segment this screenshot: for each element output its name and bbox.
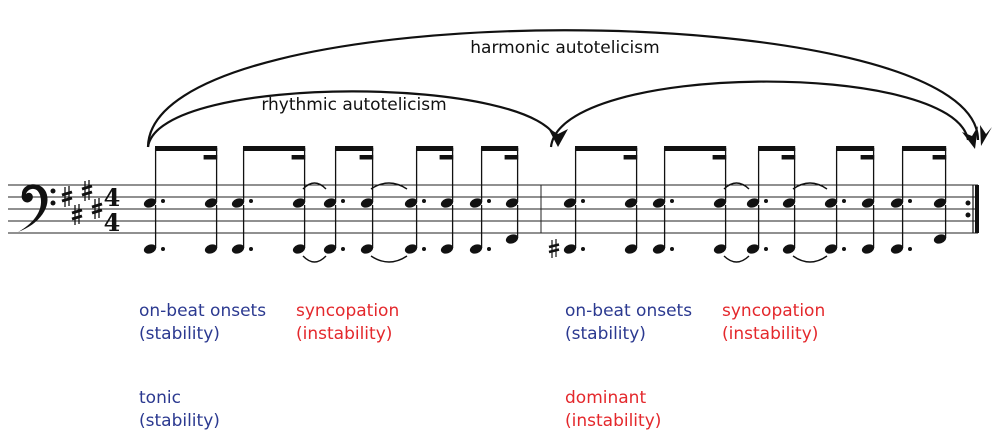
chord-note	[292, 148, 306, 254]
chord-note	[469, 148, 491, 254]
staff	[8, 184, 978, 234]
m1-sync-line2: (instability)	[296, 324, 393, 344]
beam	[155, 146, 218, 160]
time-signature-denominator: 4	[104, 208, 121, 237]
beam	[758, 146, 796, 160]
m1-harmony-annotation: tonic (stability)	[139, 387, 220, 433]
chord-note	[861, 148, 875, 254]
chord-note	[143, 148, 165, 254]
beam	[836, 146, 875, 160]
m1-beat-annotation: on-beat onsets (stability)	[139, 300, 266, 346]
chord-note	[746, 148, 768, 254]
tie	[302, 255, 327, 263]
chord-note	[824, 148, 846, 254]
sharp-icon	[71, 204, 83, 225]
chord-note	[563, 148, 585, 254]
m1-sync-line1: syncopation	[296, 301, 400, 321]
m2-harm-line1: dominant	[565, 388, 647, 408]
beam	[243, 146, 306, 160]
m1-beat-line2: (stability)	[139, 324, 220, 344]
rhythmic-arc-2	[549, 80, 970, 148]
tie	[723, 182, 750, 190]
tie	[370, 255, 408, 263]
tie	[792, 182, 828, 190]
chord-note	[404, 148, 426, 254]
m2-beat-line2: (stability)	[565, 324, 646, 344]
sharp-accidental-icon	[548, 239, 560, 258]
harmonic-arc-label: harmonic autotelicism	[470, 38, 659, 58]
m2-harm-line2: (instability)	[565, 411, 662, 431]
bass-clef-icon	[18, 184, 56, 232]
beam	[416, 146, 454, 160]
rhythmic-arc	[146, 90, 560, 148]
sharp-icon	[81, 180, 93, 201]
rhythmic-arc-label: rhythmic autotelicism	[261, 95, 446, 115]
chord-note	[204, 148, 218, 254]
sharp-icon	[91, 198, 103, 219]
notes	[143, 146, 947, 263]
beam	[664, 146, 727, 160]
m2-sync-line1: syncopation	[722, 301, 826, 321]
m2-sync-annotation: syncopation (instability)	[722, 300, 825, 346]
time-signature-numerator: 4	[104, 183, 121, 212]
m1-beat-line1: on-beat onsets	[139, 301, 267, 321]
arrowhead-icon	[548, 125, 992, 149]
chord-note	[323, 148, 345, 254]
arcs	[146, 29, 980, 148]
m1-sync-annotation: syncopation (instability)	[296, 300, 399, 346]
m2-sync-line2: (instability)	[722, 324, 819, 344]
tie	[723, 255, 750, 263]
final-repeat-barline	[965, 185, 979, 233]
time-signature: 4 4	[104, 183, 121, 237]
beam	[481, 146, 519, 160]
beam	[335, 146, 374, 160]
beam	[902, 146, 947, 160]
key-signature-sharps	[61, 180, 103, 225]
tie	[792, 255, 828, 263]
m1-harm-line1: tonic	[139, 388, 181, 408]
chord-note	[440, 148, 454, 254]
m2-beat-line1: on-beat onsets	[565, 301, 693, 321]
tie	[370, 182, 408, 190]
m1-harm-line2: (stability)	[139, 411, 220, 431]
m2-harmony-annotation: dominant (instability)	[565, 387, 661, 433]
chord-note	[782, 148, 796, 254]
chord-note	[713, 148, 727, 254]
chord-note	[652, 148, 674, 254]
chord-note	[624, 148, 638, 254]
chord-note	[231, 148, 253, 254]
chord-note	[360, 148, 374, 254]
chord-note	[890, 148, 912, 254]
harmonic-arc	[146, 29, 980, 148]
m2-beat-annotation: on-beat onsets (stability)	[565, 300, 692, 346]
sharp-icon	[61, 186, 73, 207]
tie	[302, 182, 327, 190]
beam	[575, 146, 638, 160]
